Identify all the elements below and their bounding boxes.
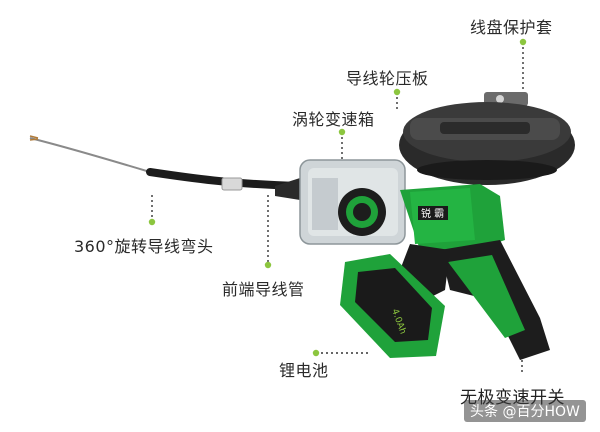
watermark: 头条 @百分HOW	[464, 400, 586, 422]
label-cover: 线盘保护套	[470, 18, 553, 37]
label-rotating-head: 360°旋转导线弯头	[74, 237, 214, 256]
tool-body: 锐 霸	[400, 184, 550, 360]
ghost-watermark: 电器	[476, 366, 521, 391]
leader-dots	[148, 38, 527, 359]
gearbox-body	[299, 159, 406, 245]
front-tube	[146, 168, 304, 190]
label-front-tube: 前端导线管	[222, 280, 305, 299]
cable-reel	[399, 92, 575, 185]
label-pressure-plate: 导线轮压板	[346, 69, 429, 88]
label-battery: 锂电池	[279, 361, 329, 380]
svg-text:锐 霸: 锐 霸	[421, 207, 444, 220]
label-gearbox: 涡轮变速箱	[292, 110, 375, 129]
battery-pack: 4.0Ah	[340, 254, 445, 358]
probe-wire	[29, 137, 151, 173]
